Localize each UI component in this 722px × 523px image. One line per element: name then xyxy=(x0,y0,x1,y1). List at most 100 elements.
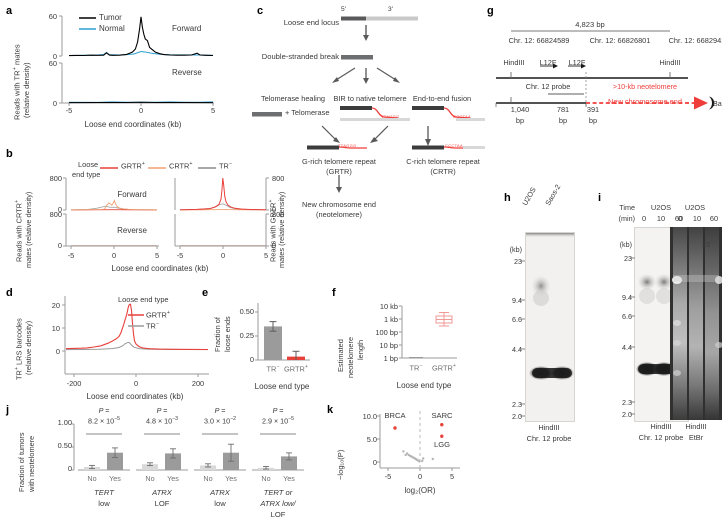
panel-j-bar-label-1-no: No xyxy=(87,474,97,483)
panel-g-dist-3-unit: bp xyxy=(588,116,598,125)
panel-c-crtr-label-1: C-rich telomere repeat xyxy=(406,157,480,166)
panel-b-legend-swatch-tr xyxy=(198,167,216,169)
panel-d-ytick-20: 20 xyxy=(51,301,60,310)
panel-b-ytickR-fwd-0: 0 xyxy=(272,205,277,214)
panel-c-dsb-label: Double-stranded break xyxy=(261,52,339,61)
panel-label-h: h xyxy=(504,192,511,204)
panel-d-ylabel-1: TR+ LRS barcodes xyxy=(14,318,24,380)
panel-c-crtr-label-2: (CRTR) xyxy=(430,167,456,176)
panel-label-j: j xyxy=(6,404,9,416)
panel-i-marker-20: 2.0 xyxy=(622,410,632,419)
panel-d-xtick-0: 0 xyxy=(133,379,139,388)
panel-e-xtick-grtr: GRTR+ xyxy=(284,364,308,374)
panel-i-blot1-t60: 60 xyxy=(674,214,684,223)
panel-a-xtick--5: -5 xyxy=(65,106,73,115)
panel-g-dist-1-unit: bp xyxy=(515,116,525,125)
panel-j-group-2-name-1: ATRX xyxy=(152,488,172,497)
panel-k-xtick-0: 0 xyxy=(417,472,423,481)
panel-h-marker-94: 9.4 xyxy=(512,296,522,305)
panel-i-blot2-t0: 0 xyxy=(677,214,683,223)
panel-label-i: i xyxy=(598,192,601,204)
panel-g-coord-3: Chr. 12: 66829412 xyxy=(668,36,722,45)
panel-h-marker-66: 6.6 xyxy=(512,315,522,324)
panel-c-grtr-label-1: G-rich telomere repeat xyxy=(302,157,376,166)
panel-a-ytick-fwd-60: 60 xyxy=(48,12,57,21)
panel-h-lane-u2os: U2OS xyxy=(520,185,538,207)
panel-j-pvalue-prefix-3: P = xyxy=(214,406,226,415)
panel-c-repeat-g-2: TTAGGG xyxy=(338,143,357,148)
panel-a-ytick-rev-60: 60 xyxy=(48,59,57,68)
panel-j-bar-label-4-no: No xyxy=(261,474,271,483)
panel-i-marker-23b: 2.3 xyxy=(622,398,632,407)
panel-b-forward-label: Forward xyxy=(117,190,147,199)
panel-h-caption-2: Chr. 12 probe xyxy=(526,434,572,443)
panel-k-annotation-sarc: SARC xyxy=(431,411,453,420)
panel-b-legend-grtr: GRTR+ xyxy=(121,161,145,171)
panel-label-k: k xyxy=(327,404,333,416)
panel-i-blot2-caption-2: EtBr xyxy=(688,433,704,442)
panel-a-ytick-fwd-0: 0 xyxy=(52,52,57,61)
panel-j-ytick-0: 0 xyxy=(67,464,72,473)
panel-g-dist-2-unit: bp xyxy=(558,116,568,125)
panel-k-ytick-100: 10.0 xyxy=(362,412,377,421)
panel-i-marker-94: 9.4 xyxy=(622,293,632,302)
panel-g-probe-label: Chr. 12 probe xyxy=(525,82,571,91)
panel-j-ytick-100: 1.00 xyxy=(57,418,72,427)
panel-b-legend-swatch-crtr xyxy=(148,167,166,169)
panel-e-ytick-050: 0.50 xyxy=(239,307,254,316)
panel-b-xtick-r-5: 5 xyxy=(263,251,269,260)
panel-c-repeat-c-1: CCCTAA xyxy=(453,114,471,119)
panel-h-lane-saos2: Saos-2 xyxy=(543,182,563,207)
panel-c-diagram-lower xyxy=(307,145,485,193)
panel-g-dist-3-num: 391 xyxy=(586,105,600,114)
panel-j-pvalue-3: 3.0 × 10−2 xyxy=(203,416,237,426)
panel-h-marker-20: 2.0 xyxy=(512,412,522,421)
panel-j-group-4-name-2: ATRX low/ xyxy=(260,499,296,508)
panel-i-blot2-t60: 60 xyxy=(709,214,719,223)
panel-g-dist-2-num: 781 xyxy=(556,105,570,114)
panel-b-ylabel-right-2: mates (relative density) xyxy=(277,191,286,268)
panel-a-xtick-0: 0 xyxy=(138,106,144,115)
panel-g-coord-1: Chr. 12: 66824589 xyxy=(508,36,570,45)
panel-e-ylabel-1: Fraction of xyxy=(213,317,222,352)
panel-b-ytick-rev-800: 800 xyxy=(49,210,62,219)
panel-c-new-end-label-2: (neotelomere) xyxy=(315,210,363,219)
panel-b-legend-crtr: CRTR+ xyxy=(169,161,193,171)
panel-i-blot1-t0: 0 xyxy=(641,214,647,223)
panel-j-bar-label-2-no: No xyxy=(145,474,155,483)
panel-f-ytick-10kb: 10 kb xyxy=(379,302,398,311)
panel-e-ylabel-2: loose ends xyxy=(223,316,232,352)
panel-k-annotation-lgg: LGG xyxy=(433,440,451,449)
panel-a-ylabel-line1: Reads with TR+ mates xyxy=(12,44,22,120)
panel-d-plot xyxy=(62,296,209,377)
panel-b-ytick-rev-0: 0 xyxy=(57,241,62,250)
panel-c-plus-telomerase-label: + Telomerase xyxy=(285,108,330,117)
panel-h-marker-23b: 2.3 xyxy=(512,400,522,409)
panel-j-pvalue-prefix-1: P = xyxy=(98,406,110,415)
panel-c-loose-end-locus-label: Loose end locus xyxy=(283,18,339,27)
panel-g-span-label: 4,823 bp xyxy=(575,20,605,29)
panel-a-ylabel-line2: (relative density) xyxy=(22,62,31,118)
panel-j-group-4-name-1: TERT or xyxy=(263,488,293,497)
panel-a-xlabel: Loose end coordinates (kb) xyxy=(84,120,182,129)
panel-b-xtick-l-5: 5 xyxy=(154,251,160,260)
panel-h-marker-23: 23 xyxy=(514,257,522,266)
panel-j-bar-label-4-yes: Yes xyxy=(283,474,295,483)
panel-f-xtick-grtr: GRTR+ xyxy=(432,363,456,373)
panel-j-bar-label-3-yes: Yes xyxy=(225,474,237,483)
panel-f-ylabel-3: length xyxy=(356,339,365,360)
panel-j-ytick-050: 0.50 xyxy=(57,441,72,450)
panel-h-marker-44: 4.4 xyxy=(512,345,522,354)
panel-i-blot1-caption-2: Chr. 12 probe xyxy=(638,433,684,442)
panel-d-xtick-200: 200 xyxy=(191,379,205,388)
panel-a-legend-normal: Normal xyxy=(99,24,125,33)
panel-j-group-3-name-1: ATRX xyxy=(210,488,230,497)
panel-c-bir-label: BIR to native telomere xyxy=(333,94,407,103)
panel-i-time-label-2: (min) xyxy=(618,214,635,223)
panel-j-ylabel-2: with neotelomere xyxy=(27,435,36,492)
panel-i-time-label-1: Time xyxy=(619,203,635,212)
panel-label-d: d xyxy=(6,287,13,299)
panel-b-xtick-l-0: 0 xyxy=(111,251,117,260)
panel-c-ete-label: End-to-end fusion xyxy=(412,94,472,103)
